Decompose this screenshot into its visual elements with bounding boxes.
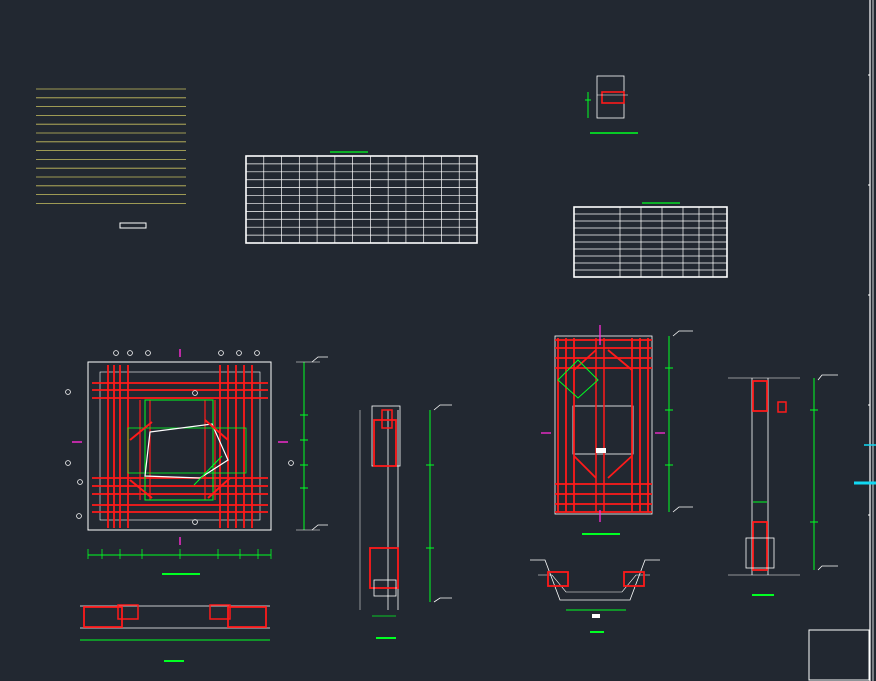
rebar-diagonal <box>573 455 597 479</box>
plan-view[interactable] <box>65 349 328 575</box>
rebar-diagonal <box>607 349 633 371</box>
callout-bubble <box>218 350 224 356</box>
drawing-border <box>808 0 874 681</box>
cursor-marker <box>854 444 876 485</box>
callout-bubble <box>127 350 133 356</box>
callout-bubble <box>192 519 198 525</box>
haunch-outline <box>557 359 599 399</box>
rebar-schedule-table-1[interactable] <box>245 155 478 244</box>
callout-bubble <box>77 479 83 485</box>
section-a[interactable] <box>359 404 452 639</box>
callout-bubble <box>236 350 242 356</box>
rebar-diagonal <box>573 349 597 371</box>
elevation-view[interactable] <box>541 325 693 535</box>
title-block[interactable] <box>808 629 870 681</box>
section-b[interactable] <box>728 374 838 596</box>
plan-callouts <box>65 350 294 525</box>
notes-tag <box>119 222 147 229</box>
general-notes[interactable] <box>36 88 186 204</box>
callout-bubble <box>145 350 151 356</box>
plan-dimension-right <box>296 356 328 531</box>
rebar-schedule-table-2[interactable] <box>573 206 728 278</box>
callout-bubble <box>192 390 198 396</box>
detail-top[interactable] <box>585 75 638 134</box>
callout-bubble <box>113 350 119 356</box>
callout-bubble <box>65 389 71 395</box>
detail-bottom-right[interactable] <box>530 559 660 633</box>
plan-dimension-bottom <box>87 549 272 559</box>
callout-bubble <box>65 460 71 466</box>
callout-bubble <box>76 513 82 519</box>
rebar-diagonal <box>607 455 633 479</box>
callout-bubble <box>254 350 260 356</box>
callout-bubble <box>288 460 294 466</box>
table-frame <box>245 155 478 244</box>
detail-bottom-left[interactable] <box>80 604 270 662</box>
